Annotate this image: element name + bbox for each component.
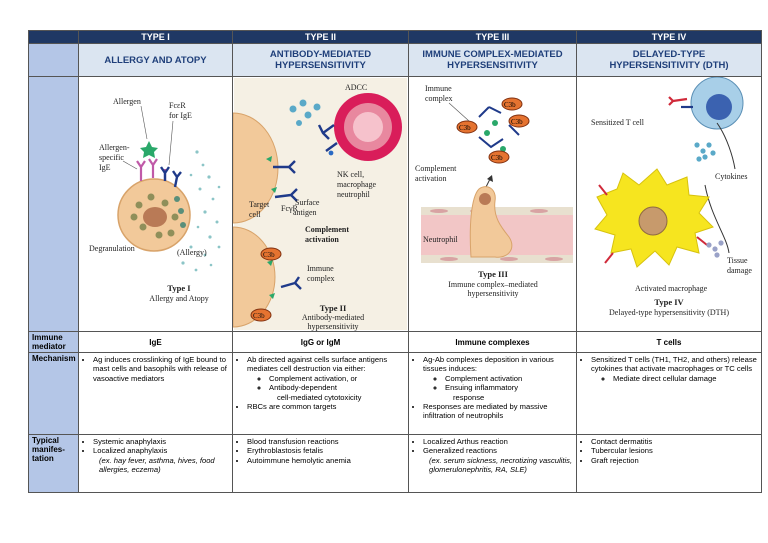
svg-text:IgE: IgE (99, 163, 111, 172)
type-3-figure: C3b C3b C3b C3b Immune complex Complemen… (408, 76, 577, 332)
row-label-manifestation: Typical manifes-tation (28, 434, 79, 493)
type-1-mechanism: Ag induces crosslinking of IgE bound to … (78, 352, 233, 435)
svg-text:Immune complex–mediated: Immune complex–mediated (448, 280, 538, 289)
type-1-manifestation: Systemic anaphylaxis Localized anaphylax… (78, 434, 233, 493)
svg-text:Type II: Type II (320, 303, 347, 313)
svg-text:Allergy and Atopy: Allergy and Atopy (149, 294, 208, 303)
type-3-manifestation: Localized Arthus reaction Generalized re… (408, 434, 577, 493)
type-3-mediator: Immune complexes (408, 331, 577, 353)
type-4-manifestation: Contact dermatitis Tubercular lesions Gr… (576, 434, 762, 493)
svg-text:Type IV: Type IV (654, 297, 684, 307)
type-4-mechanism: Sensitized T cells (TH1, TH2, and others… (576, 352, 762, 435)
neutrophil (469, 186, 513, 258)
svg-text:hypersensitivity: hypersensitivity (307, 322, 358, 331)
corner-cell (28, 30, 79, 44)
svg-text:Sensitized T cell: Sensitized T cell (591, 118, 645, 127)
svg-text:C3b: C3b (459, 124, 471, 132)
svg-text:Surface: Surface (295, 198, 320, 207)
svg-text:C3b: C3b (491, 154, 503, 162)
svg-text:Immune: Immune (307, 264, 334, 273)
svg-text:Allergen-: Allergen- (99, 143, 130, 152)
svg-text:neutrophil: neutrophil (337, 190, 371, 199)
type-2-figure: C3b C3b ADCC FcγR NK cell, macrophage ne… (232, 76, 409, 332)
type-2-manifestation: Blood transfusion reactions Erythroblast… (232, 434, 409, 493)
svg-text:(Allergy): (Allergy) (177, 248, 207, 257)
svg-text:Immune: Immune (425, 84, 452, 93)
svg-text:hypersensitivity: hypersensitivity (467, 289, 518, 298)
svg-text:Cytokines: Cytokines (715, 172, 747, 181)
figure-row-label (28, 76, 79, 332)
row-label-mechanism: Mechanism (28, 352, 79, 435)
type-1-header: TYPE I (78, 30, 233, 44)
type-1-mediator: IgE (78, 331, 233, 353)
svg-text:cell: cell (249, 210, 261, 219)
svg-text:Degranulation: Degranulation (89, 244, 135, 253)
svg-text:activation: activation (305, 235, 339, 244)
svg-text:C3b: C3b (504, 101, 516, 109)
row-label-mediator: Immune mediator (28, 331, 79, 353)
svg-text:ADCC: ADCC (345, 83, 367, 92)
type-4-figure: Sensitized T cell Cytokines Tissue damag… (576, 76, 762, 332)
svg-text:Tissue: Tissue (727, 256, 748, 265)
svg-text:FcεR: FcεR (169, 101, 186, 110)
svg-text:for IgE: for IgE (169, 111, 192, 120)
hypersensitivity-table: TYPE I TYPE II TYPE III TYPE IV ALLERGY … (28, 30, 762, 493)
svg-text:C3b: C3b (253, 312, 265, 320)
svg-text:Target: Target (249, 200, 270, 209)
svg-text:specific: specific (99, 153, 124, 162)
sub-corner (28, 43, 79, 77)
particles (181, 150, 221, 272)
svg-text:complex: complex (425, 94, 453, 103)
type-3-header: TYPE III (408, 30, 577, 44)
svg-text:Complement: Complement (415, 164, 457, 173)
type-1-name: ALLERGY AND ATOPY (78, 43, 233, 77)
svg-text:damage: damage (727, 266, 752, 275)
type-4-mediator: T cells (576, 331, 762, 353)
svg-text:C3b: C3b (263, 251, 275, 259)
svg-text:Neutrophil: Neutrophil (423, 235, 458, 244)
svg-text:Delayed-type hypersensitivity: Delayed-type hypersensitivity (DTH) (609, 308, 729, 317)
svg-text:antigen: antigen (293, 208, 317, 217)
type-3-mechanism: Ag-Ab complexes deposition in various ti… (408, 352, 577, 435)
svg-text:Type I: Type I (167, 283, 191, 293)
svg-text:C3b: C3b (511, 118, 523, 126)
svg-text:Antibody-mediated: Antibody-mediated (302, 313, 364, 322)
type-2-mediator: IgG or IgM (232, 331, 409, 353)
svg-text:complex: complex (307, 274, 335, 283)
immune-complex: C3b C3b C3b C3b (456, 97, 530, 164)
type-2-header: TYPE II (232, 30, 409, 44)
svg-text:Allergen: Allergen (113, 97, 141, 106)
svg-text:Activated macrophage: Activated macrophage (635, 284, 708, 293)
svg-text:Type III: Type III (478, 269, 509, 279)
svg-text:Complement: Complement (305, 225, 349, 234)
svg-text:activation: activation (415, 174, 447, 183)
type-4-header: TYPE IV (576, 30, 762, 44)
type-1-figure: Allergen FcεR for IgE Allergen- specific… (78, 76, 233, 332)
svg-text:FcγR: FcγR (281, 204, 299, 213)
type-2-mechanism: Ab directed against cells surface antige… (232, 352, 409, 435)
svg-text:NK cell,: NK cell, (337, 170, 364, 179)
svg-text:macrophage: macrophage (337, 180, 377, 189)
